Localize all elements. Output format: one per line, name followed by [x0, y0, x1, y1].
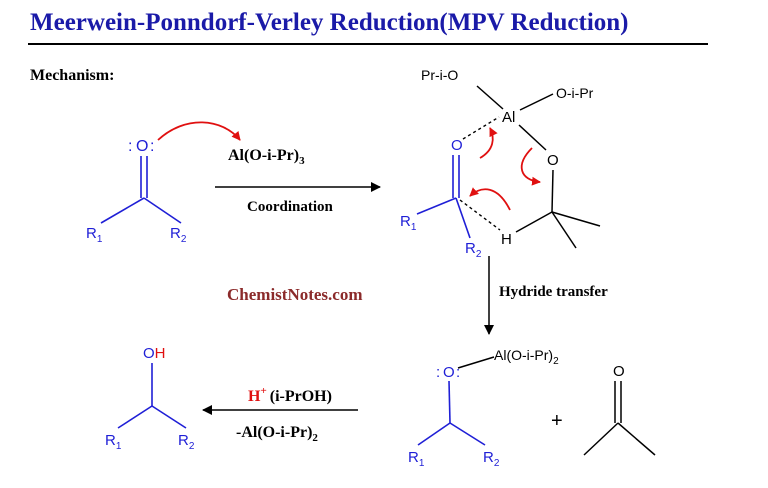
complex-pr-o: Pr-i-O: [421, 67, 458, 83]
alcohol-r2: R: [178, 432, 189, 449]
secondary-alcohol: OH R1 R2: [105, 345, 195, 452]
aluminium-alkoxide-product: : O : Al(O-i-Pr)2 R1 R2: [408, 347, 559, 469]
complex-r2: R: [465, 240, 476, 257]
electron-arrow-hydride: [469, 187, 511, 211]
aluminium-isopropoxide: Al(O-i-Pr)3: [228, 147, 305, 167]
alcohol-r1: R: [105, 432, 116, 449]
ketone-oxygen: O: [136, 138, 148, 155]
ketone-molecule: : O : R1 R2: [86, 138, 187, 245]
ketone-r2: R: [170, 225, 181, 242]
complex-alkoxide-o: O: [547, 152, 559, 169]
svg-text:R1: R1: [400, 213, 417, 233]
svg-text::: :: [150, 138, 154, 155]
svg-text:R2: R2: [178, 432, 195, 452]
mechanism-label: Mechanism:: [30, 67, 114, 84]
electron-arrow-carbonyl-al: [479, 127, 498, 159]
complex-al: Al: [502, 109, 515, 126]
alkoxide-o: O: [443, 364, 455, 381]
plus-sign: +: [551, 410, 563, 432]
svg-text::: :: [128, 138, 132, 155]
coordination-label: Coordination: [247, 199, 334, 215]
svg-text::: :: [436, 364, 440, 381]
svg-text:R2: R2: [465, 240, 482, 260]
svg-text:R2: R2: [483, 449, 500, 469]
protonation-reagent: H+(i-PrOH): [248, 385, 332, 405]
alkoxide-al-label: Al(O-i-Pr)2: [494, 347, 559, 367]
svg-text::: :: [456, 364, 460, 381]
acetone-o: O: [613, 363, 625, 380]
complex-r1: R: [400, 213, 411, 230]
acetone-molecule: O: [583, 363, 656, 456]
svg-text:R1: R1: [86, 225, 103, 245]
complex-hydride-h: H: [501, 231, 512, 248]
alcohol-o: O: [143, 345, 155, 362]
electron-arrow-al-o: [520, 147, 541, 186]
complex-carbonyl-o: O: [451, 137, 463, 154]
svg-text:R1: R1: [105, 432, 122, 452]
svg-text:R1: R1: [408, 449, 425, 469]
svg-text:R2: R2: [170, 225, 187, 245]
protonation-byproduct: -Al(O-i-Pr)2: [236, 424, 318, 444]
ketone-r1: R: [86, 225, 97, 242]
alcohol-h: H: [155, 345, 166, 362]
alkoxide-r2: R: [483, 449, 494, 466]
page-title: Meerwein-Ponndorf-Verley Reduction(MPV R…: [30, 9, 629, 36]
svg-text:OH: OH: [143, 345, 166, 362]
transition-state-complex: Pr-i-O O-i-Pr Al O H O R1 R2: [400, 67, 601, 260]
complex-o-ipr: O-i-Pr: [556, 85, 594, 101]
alkoxide-r1: R: [408, 449, 419, 466]
watermark: ChemistNotes.com: [227, 285, 363, 304]
hydride-transfer-label: Hydride transfer: [499, 284, 608, 300]
lone-pair-attack-arrow: [157, 121, 241, 141]
